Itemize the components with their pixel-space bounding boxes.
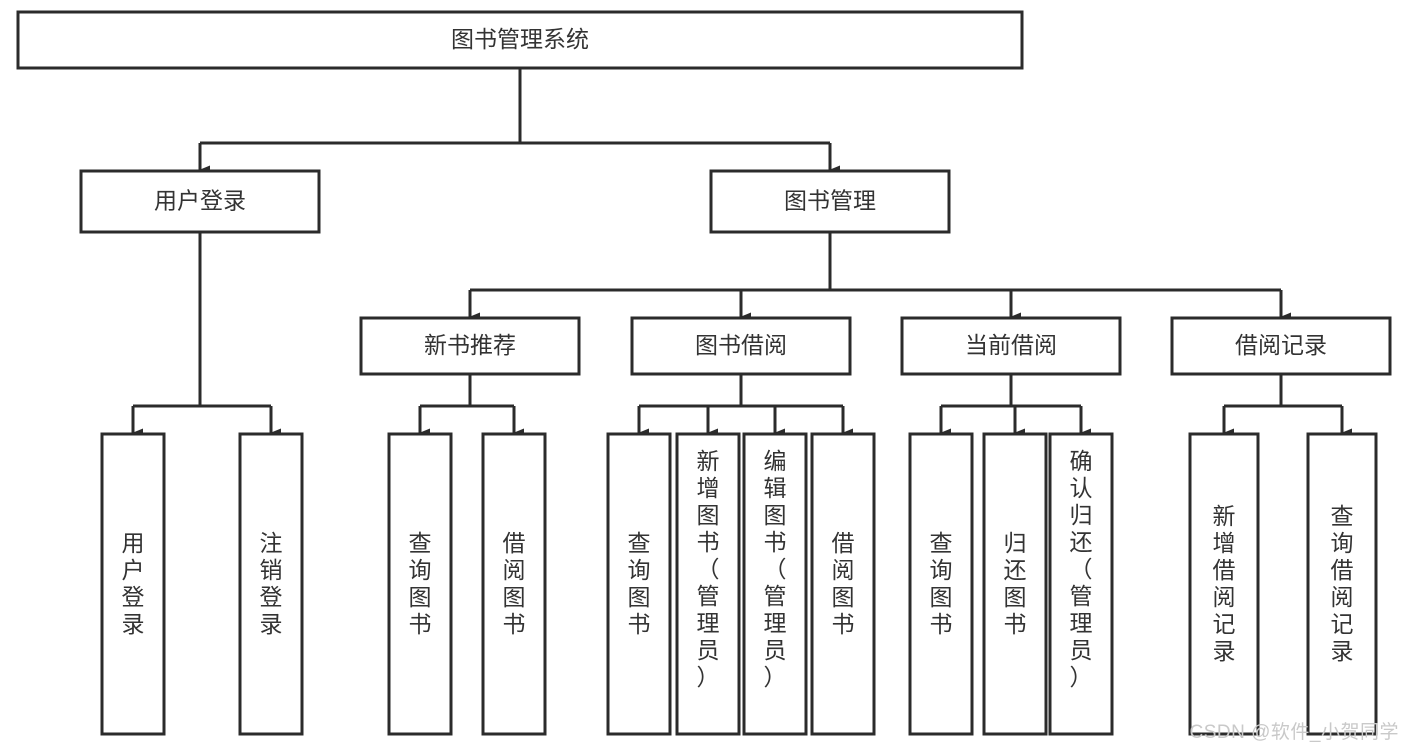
node-record[interactable]: 借阅记录	[1170, 316, 1392, 376]
node-box	[908, 432, 974, 736]
node-label: 确认归还（管理员）	[1070, 448, 1093, 690]
node-label: 注销登录	[260, 530, 283, 637]
node-label: 图书借阅	[695, 332, 787, 358]
node-leaf-return-book[interactable]: 归还图书	[982, 432, 1048, 736]
node-label: 归还图书	[1004, 530, 1027, 637]
node-box	[675, 432, 741, 736]
node-borrow[interactable]: 图书借阅	[630, 316, 852, 376]
node-box	[481, 432, 547, 736]
connector-lines	[131, 68, 1352, 438]
node-current[interactable]: 当前借阅	[900, 316, 1122, 376]
node-box	[1306, 432, 1378, 736]
node-box	[100, 432, 166, 736]
node-label: 当前借阅	[965, 332, 1057, 358]
node-label: 图书管理	[784, 188, 876, 214]
node-label: 查询图书	[628, 530, 651, 637]
node-leaf-confirm-return[interactable]: 确认归还（管理员）	[1048, 432, 1114, 736]
node-leaf-add-record[interactable]: 新增借阅记录	[1188, 432, 1260, 736]
node-boxes: 图书管理系统用户登录图书管理新书推荐图书借阅当前借阅借阅记录用户登录注销登录查询…	[16, 10, 1392, 736]
node-leaf-query-book-3[interactable]: 查询图书	[908, 432, 974, 736]
node-leaf-query-book-2[interactable]: 查询图书	[606, 432, 672, 736]
node-box	[630, 316, 852, 376]
node-label: 用户登录	[154, 188, 246, 214]
node-bookmgr[interactable]: 图书管理	[709, 169, 951, 234]
node-label: 查询图书	[930, 530, 953, 637]
node-box	[709, 169, 951, 234]
node-box	[79, 169, 321, 234]
node-leaf-query-book-1[interactable]: 查询图书	[387, 432, 453, 736]
node-box	[1048, 432, 1114, 736]
node-box	[1188, 432, 1260, 736]
node-label: 借阅图书	[832, 530, 855, 637]
node-label: 借阅记录	[1235, 332, 1327, 358]
node-leaf-add-book[interactable]: 新增图书（管理员）	[675, 432, 741, 736]
node-label: 图书管理系统	[451, 26, 589, 52]
node-box	[238, 432, 304, 736]
node-label: 新增图书（管理员）	[697, 448, 720, 690]
node-leaf-user-login[interactable]: 用户登录	[100, 432, 166, 736]
node-label: 借阅图书	[503, 530, 526, 637]
node-label: 查询借阅记录	[1331, 503, 1354, 664]
node-label: 编辑图书（管理员）	[764, 448, 787, 690]
node-box	[16, 10, 1024, 70]
node-root[interactable]: 图书管理系统	[16, 10, 1024, 70]
node-box	[900, 316, 1122, 376]
node-newbook[interactable]: 新书推荐	[359, 316, 581, 376]
node-login[interactable]: 用户登录	[79, 169, 321, 234]
node-box	[387, 432, 453, 736]
node-label: 查询图书	[409, 530, 432, 637]
node-leaf-edit-book[interactable]: 编辑图书（管理员）	[742, 432, 808, 736]
node-leaf-borrow-book-1[interactable]: 借阅图书	[481, 432, 547, 736]
node-leaf-user-logout[interactable]: 注销登录	[238, 432, 304, 736]
node-label: 新书推荐	[424, 332, 516, 358]
node-leaf-borrow-book-2[interactable]: 借阅图书	[810, 432, 876, 736]
node-leaf-query-record[interactable]: 查询借阅记录	[1306, 432, 1378, 736]
node-label: 新增借阅记录	[1213, 503, 1236, 664]
node-box	[742, 432, 808, 736]
node-box	[982, 432, 1048, 736]
node-box	[1170, 316, 1392, 376]
node-box	[359, 316, 581, 376]
node-label: 用户登录	[122, 530, 145, 637]
node-box	[606, 432, 672, 736]
node-box	[810, 432, 876, 736]
